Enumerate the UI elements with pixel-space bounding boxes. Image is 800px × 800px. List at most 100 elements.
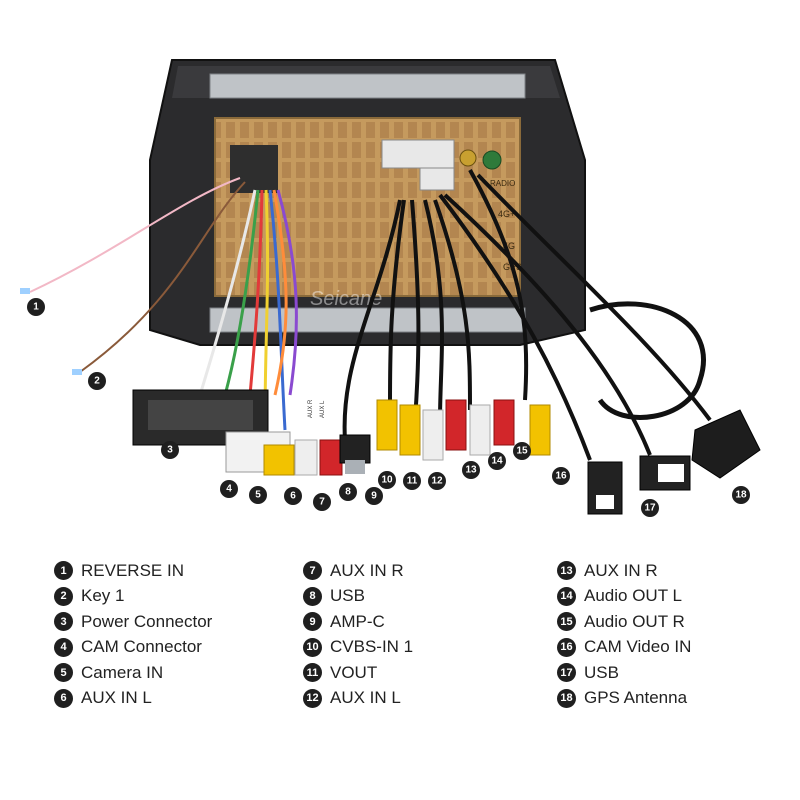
number-badge: 9: [303, 612, 322, 632]
number-badge: 17: [557, 663, 576, 683]
callout-9: 9: [365, 487, 383, 505]
callout-4: 4: [220, 480, 238, 498]
legend-column-2: 7 AUX IN R 8 USB 9 AMP-C 10 CVBS-IN 1 11 VOUT…: [303, 558, 413, 711]
legend-item: 8 USB: [303, 584, 413, 610]
number-badge: 12: [303, 688, 322, 708]
number-badge: 8: [303, 586, 322, 606]
legend-item: 12 AUX IN L: [303, 686, 413, 712]
legend-label: Camera IN: [81, 662, 164, 682]
number-badge: 11: [303, 663, 322, 683]
aux-l-tag: AUX L: [320, 400, 326, 418]
usb-plug-16: [587, 461, 623, 515]
legend-label: USB: [330, 586, 365, 606]
legend-label: AUX IN R: [584, 560, 658, 580]
svg-text:2: 2: [94, 376, 100, 387]
number-badge: 16: [557, 637, 576, 657]
svg-text:5: 5: [255, 490, 261, 501]
legend-item: 6 AUX IN L: [54, 686, 212, 712]
radio-label: RADIO: [490, 179, 515, 188]
svg-text:16: 16: [555, 471, 567, 482]
svg-text:3: 3: [167, 445, 173, 456]
legend-item: 10 CVBS-IN 1: [303, 635, 413, 661]
callout-15: 15: [513, 442, 531, 460]
legend-label: Key 1: [81, 586, 125, 606]
svg-text:4: 4: [226, 484, 232, 495]
callout-11: 11: [403, 472, 421, 490]
svg-text:9: 9: [371, 491, 377, 502]
callout-10: 10: [378, 471, 396, 489]
watermark: Seicane: [310, 288, 382, 310]
aux-r-tag: AUX R: [308, 399, 314, 418]
number-badge: 15: [557, 612, 576, 632]
wire-bundle: [198, 189, 298, 431]
plugs-group-left: AUX R AUX L: [263, 399, 371, 476]
number-badge: 13: [557, 561, 576, 581]
number-badge: 1: [54, 561, 73, 581]
svg-text:12: 12: [431, 476, 443, 487]
legend-label: VOUT: [330, 662, 378, 682]
callout-6: 6: [284, 487, 302, 505]
radio-jack: [459, 149, 477, 167]
callout-8: 8: [339, 483, 357, 501]
svg-text:17: 17: [644, 503, 656, 514]
svg-text:18: 18: [735, 490, 747, 501]
cables: [342, 169, 712, 461]
callout-14: 14: [488, 452, 506, 470]
callout-7: 7: [313, 493, 331, 511]
4g-plus-label: 4G+: [498, 209, 515, 219]
svg-text:6: 6: [290, 491, 296, 502]
callout-12: 12: [428, 472, 446, 490]
rca-plugs: [376, 399, 551, 461]
legend-item: 9 AMP-C: [303, 609, 413, 635]
number-badge: 14: [557, 586, 576, 606]
legend-item: 11 VOUT: [303, 660, 413, 686]
callout-2: 2: [88, 372, 106, 390]
thin-wires: [20, 177, 246, 375]
legend-item: 17 USB: [557, 660, 691, 686]
svg-text:10: 10: [381, 475, 393, 486]
callout-5: 5: [249, 486, 267, 504]
svg-text:7: 7: [319, 497, 325, 508]
legend-label: CVBS-IN 1: [330, 637, 414, 657]
legend-item: 5 Camera IN: [54, 660, 212, 686]
callout-3: 3: [161, 441, 179, 459]
legend-label: USB: [584, 662, 619, 682]
legend-label: AMP-C: [330, 611, 385, 631]
legend-label: AUX IN L: [330, 688, 401, 708]
number-badge: 6: [54, 688, 73, 708]
legend-label: AUX IN L: [81, 688, 152, 708]
legend-item: 7 AUX IN R: [303, 558, 413, 584]
number-badge: 2: [54, 586, 73, 606]
number-badge: 7: [303, 561, 322, 581]
gps-antenna: [691, 409, 761, 479]
svg-text:11: 11: [407, 476, 418, 487]
callout-1: 1: [27, 298, 45, 316]
legend-label: Audio OUT R: [584, 611, 685, 631]
4g-label: 4G: [503, 241, 515, 251]
callout-18: 18: [732, 486, 750, 504]
number-badge: 18: [557, 688, 576, 708]
top-mount-bracket: [209, 73, 526, 99]
legend-label: Power Connector: [81, 611, 213, 631]
number-badge: 10: [303, 637, 322, 657]
svg-text:13: 13: [465, 465, 477, 476]
svg-text:14: 14: [491, 456, 503, 467]
legend-item: 2 Key 1: [54, 584, 212, 610]
callout-13: 13: [462, 461, 480, 479]
legend-label: CAM Connector: [81, 637, 202, 657]
svg-text:8: 8: [345, 487, 351, 498]
number-badge: 5: [54, 663, 73, 683]
svg-text:1: 1: [33, 302, 39, 313]
legend-label: REVERSE IN: [81, 560, 184, 580]
callout-16: 16: [552, 467, 570, 485]
legend-label: AUX IN R: [330, 560, 404, 580]
legend-item: 13 AUX IN R: [557, 558, 691, 584]
